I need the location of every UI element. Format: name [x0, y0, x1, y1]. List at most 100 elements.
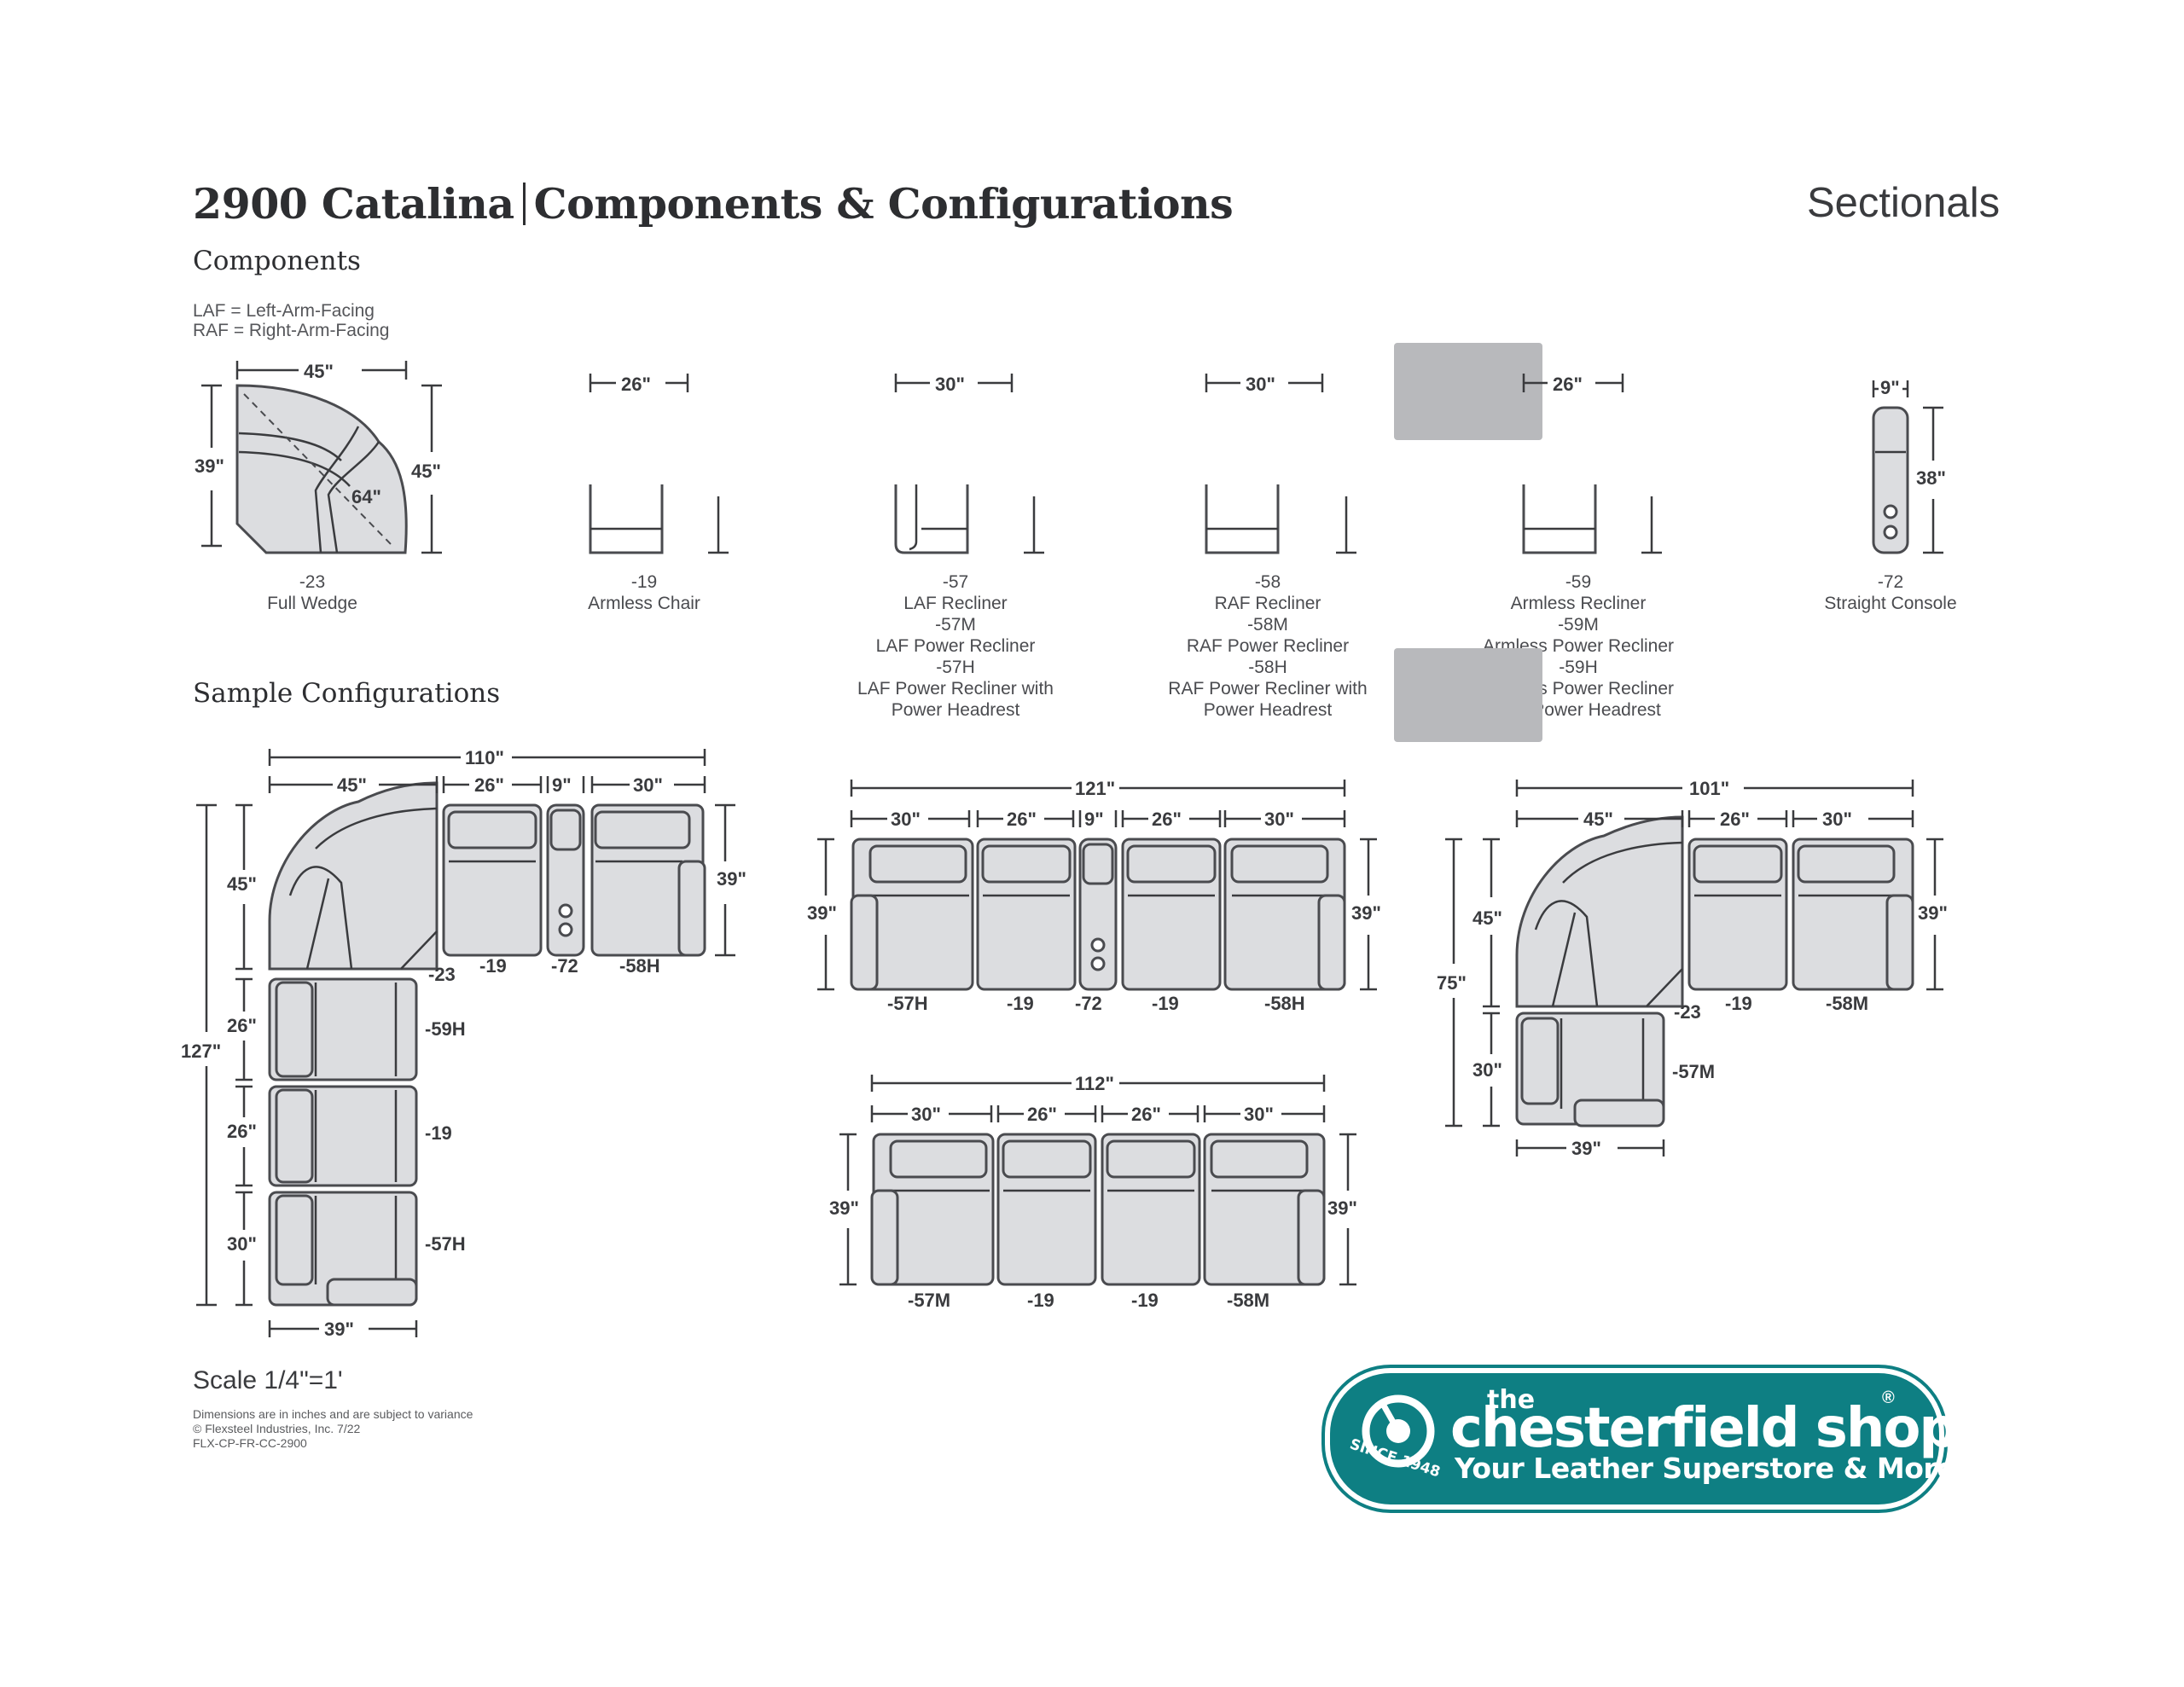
code-label: -19	[479, 955, 507, 977]
dim-label: 45"	[1472, 907, 1502, 929]
dim-label: 39"	[195, 455, 224, 477]
raf-recliner-drawing	[1205, 484, 1356, 554]
category-label: Sectionals	[1807, 180, 2001, 226]
dim-label: 39"	[1327, 1197, 1357, 1219]
config-b-drawing	[850, 838, 1346, 991]
dim-label: 9"	[1880, 377, 1900, 398]
config-a-dimensions: 110" 45" 26" 9" 30" 39" -23 -19 -72 -58H…	[181, 747, 746, 1340]
dim-label: 39"	[1571, 1138, 1601, 1159]
dim-label: 75"	[1437, 972, 1467, 994]
config-d-dimensions: 101" 45" 26" 30" 39" 75" 45" 30" -23 -19…	[1437, 778, 1948, 1159]
code-label: -58M	[1227, 1290, 1269, 1311]
dim-label: 110"	[465, 747, 504, 768]
dim-label: 26"	[227, 1015, 257, 1036]
dim-label: 26"	[474, 774, 504, 796]
armless-recliner-drawing	[1522, 484, 1662, 554]
straight-console-dimensions: 9" 38"	[1872, 377, 1946, 554]
dim-label: 39"	[829, 1197, 859, 1219]
components-heading: Components	[193, 246, 361, 276]
image-placeholder	[1394, 343, 1542, 440]
disclaimer: Dimensions are in inches and are subject…	[193, 1407, 473, 1421]
copyright: © Flexsteel Industries, Inc. 7/22	[193, 1422, 361, 1435]
dim-label: 26"	[621, 374, 651, 395]
code-label: -23	[1674, 1001, 1701, 1023]
dim-label: 26"	[1152, 809, 1182, 830]
code-label: -23	[428, 964, 456, 985]
dim-label: 26"	[1131, 1104, 1161, 1125]
armless-chair-drawing	[589, 484, 729, 554]
legend-laf: LAF = Left-Arm-Facing	[193, 301, 375, 321]
config-d-drawing	[1515, 815, 1914, 1128]
code-label: -19	[1152, 993, 1179, 1014]
dim-label: 9"	[552, 774, 572, 796]
dim-label: 39"	[807, 902, 837, 924]
dim-label: 30"	[1244, 1104, 1274, 1125]
image-placeholder	[1394, 648, 1542, 742]
raf-recliner-dimensions: 30"	[1205, 374, 1324, 395]
code-label: -19	[1131, 1290, 1159, 1311]
code-label: -19	[1027, 1290, 1054, 1311]
legend-raf: RAF = Right-Arm-Facing	[193, 321, 390, 340]
document-code: FLX-CP-FR-CC-2900	[193, 1436, 307, 1450]
dim-label: 127"	[181, 1041, 221, 1062]
dim-label: 26"	[1027, 1104, 1057, 1125]
dim-label: 30"	[1472, 1059, 1502, 1081]
config-b-dimensions: 121" 30" 26" 9" 26" 30" 39" 39" -57H -19…	[807, 778, 1381, 1014]
straight-console-drawing	[1872, 406, 1909, 554]
dim-label: 101"	[1689, 778, 1729, 799]
code-label: -58H	[619, 955, 660, 977]
full-wedge-drawing	[235, 384, 408, 554]
dim-label: 30"	[1822, 809, 1852, 830]
dim-label: 39"	[1918, 902, 1948, 924]
code-label: -58H	[1264, 993, 1305, 1014]
dim-label: 45"	[337, 774, 367, 796]
logo-tagline: Your Leather Superstore & More	[1455, 1452, 1956, 1485]
code-label: -19	[1725, 993, 1752, 1014]
config-a-drawing	[268, 781, 706, 1307]
dim-label: 64"	[351, 486, 381, 507]
code-label: -72	[551, 955, 578, 977]
logo-emblem-icon	[1362, 1394, 1435, 1468]
dim-label: 39"	[324, 1319, 354, 1340]
dim-label: 30"	[911, 1104, 941, 1125]
code-label: -58M	[1826, 993, 1868, 1014]
full-wedge-dimensions: 45" 39" 45" 64"	[195, 361, 442, 554]
dim-label: 30"	[1264, 809, 1294, 830]
dim-label: 121"	[1075, 778, 1115, 799]
dim-label: 30"	[1246, 374, 1275, 395]
dim-label: 45"	[1583, 809, 1613, 830]
config-c-drawing	[870, 1133, 1326, 1286]
configurations-heading: Sample Configurations	[193, 678, 501, 709]
dim-label: 39"	[717, 868, 746, 890]
code-label: -59H	[425, 1018, 466, 1040]
dim-label: 30"	[891, 809, 921, 830]
dim-label: 45"	[304, 361, 334, 382]
code-label: -57M	[908, 1290, 950, 1311]
logo-name: chesterfield shop	[1450, 1397, 1958, 1460]
dim-label: 26"	[1720, 809, 1750, 830]
dim-label: 112"	[1075, 1073, 1114, 1094]
dim-label: 30"	[633, 774, 663, 796]
logo-the: the	[1487, 1385, 1536, 1415]
dim-label: 30"	[935, 374, 965, 395]
code-label: -57H	[887, 993, 928, 1014]
dim-label: 45"	[227, 873, 257, 895]
dim-label: 26"	[1553, 374, 1583, 395]
config-c-dimensions: 112" 30" 26" 26" 30" 39" 39" -57M -19 -1…	[829, 1073, 1357, 1311]
code-label: -19	[425, 1122, 452, 1144]
code-label: -57H	[425, 1233, 466, 1255]
dim-label: 39"	[1351, 902, 1381, 924]
dim-label: 26"	[1007, 809, 1037, 830]
dim-label: 45"	[411, 461, 441, 482]
dim-label: 30"	[227, 1233, 257, 1255]
dim-label: 38"	[1916, 467, 1946, 489]
armless-recliner-dimensions: 26"	[1522, 374, 1624, 395]
laf-recliner-dimensions: 30"	[894, 374, 1014, 395]
